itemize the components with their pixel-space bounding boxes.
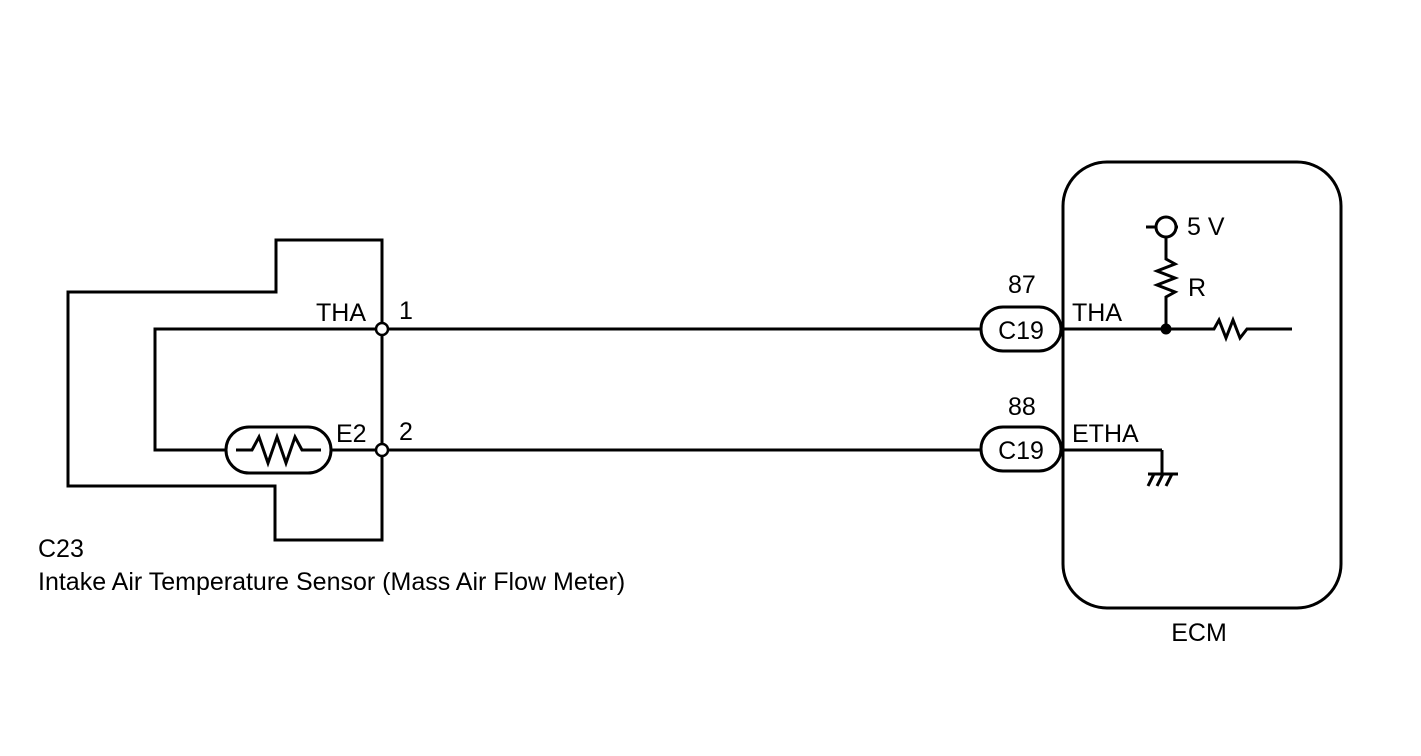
- connector-pin-88: 88: [1008, 393, 1036, 421]
- connector-c19-87: C19: [979, 305, 1063, 353]
- ecm-terminal-tha-label: THA: [1072, 299, 1122, 327]
- supply-5v-icon: [1154, 215, 1178, 239]
- sensor-terminal-tha-label: THA: [316, 299, 366, 327]
- ecm-series-resistor-icon: [1205, 315, 1292, 343]
- thermistor-icon: [224, 425, 333, 475]
- supply-voltage-label: 5 V: [1187, 213, 1225, 241]
- connector-pin-87: 87: [1008, 271, 1036, 299]
- connector-c19-87-id: C19: [998, 317, 1044, 345]
- pullup-resistor-icon: [1152, 238, 1180, 300]
- connector-c19-88: C19: [979, 425, 1063, 473]
- ecm-terminal-etha-label: ETHA: [1072, 420, 1139, 448]
- terminal-thha-node: [374, 321, 390, 337]
- ecm-label: ECM: [1171, 619, 1227, 647]
- ground-icon: [1146, 472, 1178, 487]
- sensor-name: Intake Air Temperature Sensor (Mass Air …: [38, 568, 625, 596]
- sensor-pin-2-label: 2: [399, 418, 413, 446]
- terminal-e2-node: [374, 442, 390, 458]
- sensor-pin-1-label: 1: [399, 297, 413, 325]
- ecm-box: [1061, 160, 1343, 610]
- sensor-housing-outline: [66, 238, 384, 542]
- resistor-label: R: [1188, 274, 1206, 302]
- sensor-connector-id: C23: [38, 535, 84, 563]
- sensor-terminal-e2-label: E2: [336, 420, 367, 448]
- sensor-internal-wire: [153, 327, 382, 452]
- connector-c19-88-id: C19: [998, 437, 1044, 465]
